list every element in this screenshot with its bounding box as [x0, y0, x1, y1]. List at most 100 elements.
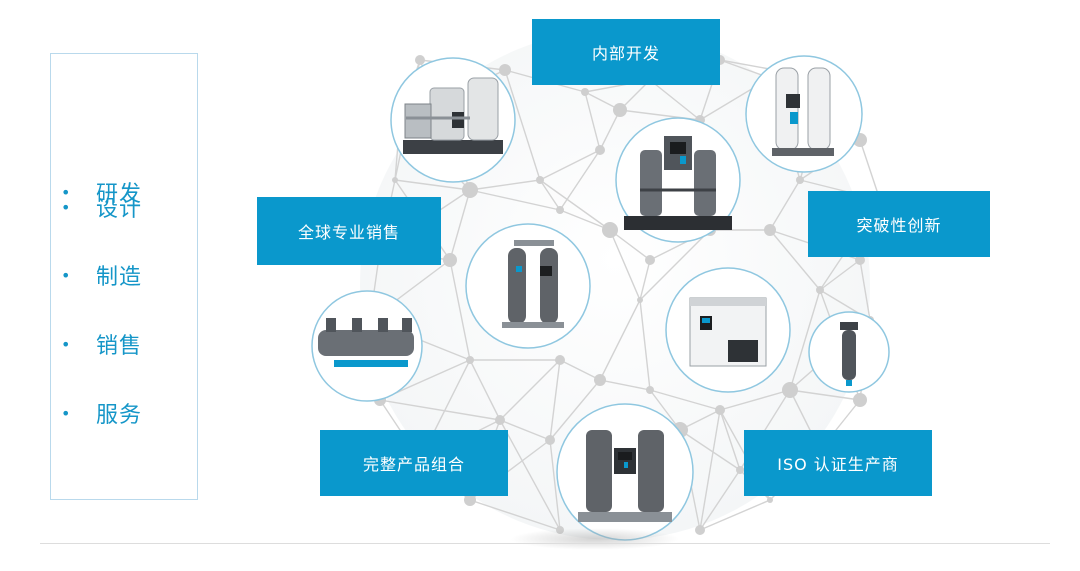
network-node	[594, 374, 606, 386]
network-line	[469, 189, 561, 211]
product-circle-cabinet-dryer	[665, 267, 791, 393]
network-line	[789, 289, 821, 391]
network-line	[639, 299, 651, 391]
network-line	[469, 499, 561, 531]
network-line	[699, 409, 721, 531]
network-line	[499, 419, 551, 441]
network-line	[649, 389, 681, 431]
network-line	[539, 179, 561, 211]
network-node	[695, 525, 705, 535]
side-item-label: 服务	[96, 403, 143, 428]
side-item-manufacturing: • 制造	[51, 260, 199, 290]
network-node	[646, 386, 654, 394]
network-line	[394, 179, 471, 191]
network-node	[443, 253, 457, 267]
network-node	[595, 145, 605, 155]
network-node	[736, 466, 744, 474]
bullet-icon: •	[61, 334, 71, 354]
bullet-icon: •	[61, 197, 71, 217]
network-node	[555, 355, 565, 365]
product-circle-water-treatment	[390, 57, 516, 183]
network-line	[549, 439, 561, 531]
product-circle-nitrogen-generator	[556, 403, 694, 541]
network-node	[495, 415, 505, 425]
network-line	[609, 229, 651, 261]
network-line	[449, 259, 471, 361]
generator-skid-icon	[624, 136, 732, 230]
network-node	[556, 206, 564, 214]
network-line	[499, 359, 561, 421]
side-item-service: • 服务	[51, 398, 199, 428]
network-node	[796, 176, 804, 184]
network-node	[545, 435, 555, 445]
network-line	[649, 79, 701, 121]
network-line	[859, 139, 881, 201]
product-circle-desiccant-dryer	[745, 55, 863, 173]
network-node	[613, 103, 627, 117]
network-line	[539, 149, 601, 181]
side-item-rnd: • 研发	[51, 177, 199, 207]
network-line	[859, 259, 871, 321]
network-line	[504, 69, 541, 181]
network-node	[464, 494, 476, 506]
network-line	[649, 389, 721, 411]
tag-iso-certified-manufacturer: ISO 认证生产商	[744, 430, 932, 496]
network-node	[602, 222, 618, 238]
tag-complete-product-portfolio: 完整产品组合	[320, 430, 508, 496]
cabinet-dryer-icon	[689, 297, 767, 367]
sphere-shadow	[510, 528, 680, 550]
network-line	[609, 229, 641, 301]
network-line	[699, 469, 741, 531]
network-line	[469, 359, 501, 421]
network-node	[764, 224, 776, 236]
filter-housing-icon	[840, 322, 858, 386]
network-node	[392, 177, 398, 183]
side-list-panel: • 研发 • 设计 • 制造 • 销售 • 服务	[50, 53, 198, 500]
network-line	[769, 179, 801, 231]
network-node	[499, 64, 511, 76]
network-line	[499, 419, 561, 531]
network-node	[645, 255, 655, 265]
side-item-label: 制造	[96, 265, 143, 290]
bullet-icon: •	[61, 265, 71, 285]
desiccant-dryer-icon	[772, 67, 834, 156]
network-line	[549, 379, 601, 441]
network-line	[539, 179, 611, 231]
horizontal-manifold-icon	[318, 318, 414, 367]
network-node	[767, 497, 773, 503]
network-line	[599, 379, 651, 391]
network-node	[466, 356, 474, 364]
side-item-label: 研发	[96, 182, 143, 207]
bullet-icon: •	[61, 403, 71, 423]
network-line	[379, 399, 501, 421]
tag-global-professional-sales: 全球专业销售	[257, 197, 441, 265]
network-line	[559, 149, 601, 211]
network-node	[637, 297, 643, 303]
network-line	[639, 229, 711, 301]
nitrogen-generator-icon	[578, 430, 672, 522]
network-node	[536, 176, 544, 184]
network-line	[449, 189, 471, 261]
network-line	[699, 499, 771, 531]
side-item-label: 设计	[96, 197, 143, 222]
network-line	[789, 389, 861, 401]
tag-in-house-development: 内部开发	[532, 19, 720, 85]
network-node	[415, 55, 425, 65]
bottom-divider	[40, 543, 1050, 544]
network-line	[679, 429, 741, 471]
network-node	[462, 182, 478, 198]
twin-tower-dryer-icon	[502, 240, 564, 328]
product-circle-generator-skid	[615, 117, 741, 243]
network-line	[599, 109, 621, 151]
network-line	[819, 259, 861, 291]
network-line	[469, 179, 541, 191]
network-line	[599, 299, 641, 381]
product-circle-horizontal-manifold	[311, 290, 423, 402]
side-item-design-row: • 设计	[51, 192, 199, 222]
product-circle-filter-housing	[808, 311, 890, 393]
network-line	[769, 229, 821, 291]
network-node	[715, 405, 725, 415]
side-item-label: 销售	[96, 334, 143, 359]
product-circle-twin-tower-dryer	[465, 223, 591, 349]
